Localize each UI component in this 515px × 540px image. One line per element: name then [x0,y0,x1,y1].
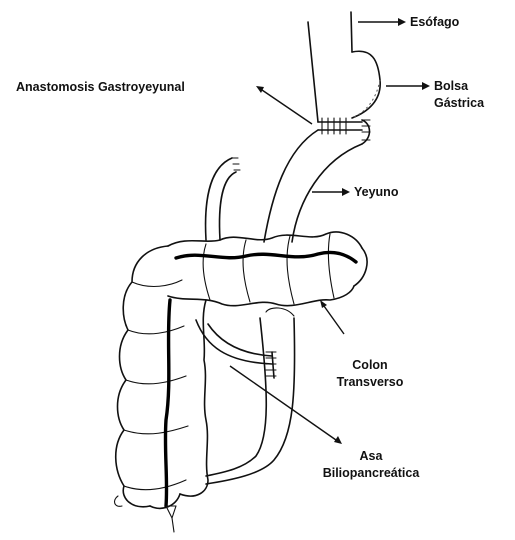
label-asa-line1: Asa [306,448,436,465]
label-colon-line2: Transverso [326,374,414,391]
esophagus-drawing [308,12,352,122]
label-yeyuno: Yeyuno [354,184,398,201]
label-esofago-text: Esófago [410,15,459,29]
transverse-colon-drawing [168,232,367,306]
label-bolsa-line1: Bolsa [434,78,484,95]
label-colon-transverso: Colon Transverso [326,357,414,391]
label-anastomosis-text: Anastomosis Gastroyeyunal [16,80,185,94]
gastric-pouch-drawing [352,51,380,118]
label-colon-line1: Colon [326,357,414,374]
label-anastomosis: Anastomosis Gastroyeyunal [16,79,185,96]
upper-loop-drawing [206,158,240,240]
ascending-colon-drawing [115,246,208,532]
label-bolsa-line2: Gástrica [434,95,484,112]
label-asa-biliopancreatica: Asa Biliopancreática [306,448,436,482]
label-bolsa-gastrica: Bolsa Gástrica [434,78,484,112]
label-esofago: Esófago [410,14,459,31]
label-asa-line2: Biliopancreática [306,465,436,482]
jejunum-drawing [264,130,362,242]
biliopancreatic-limb-drawing [196,308,295,484]
anastomosis-drawing [318,118,370,144]
label-yeyuno-text: Yeyuno [354,185,398,199]
